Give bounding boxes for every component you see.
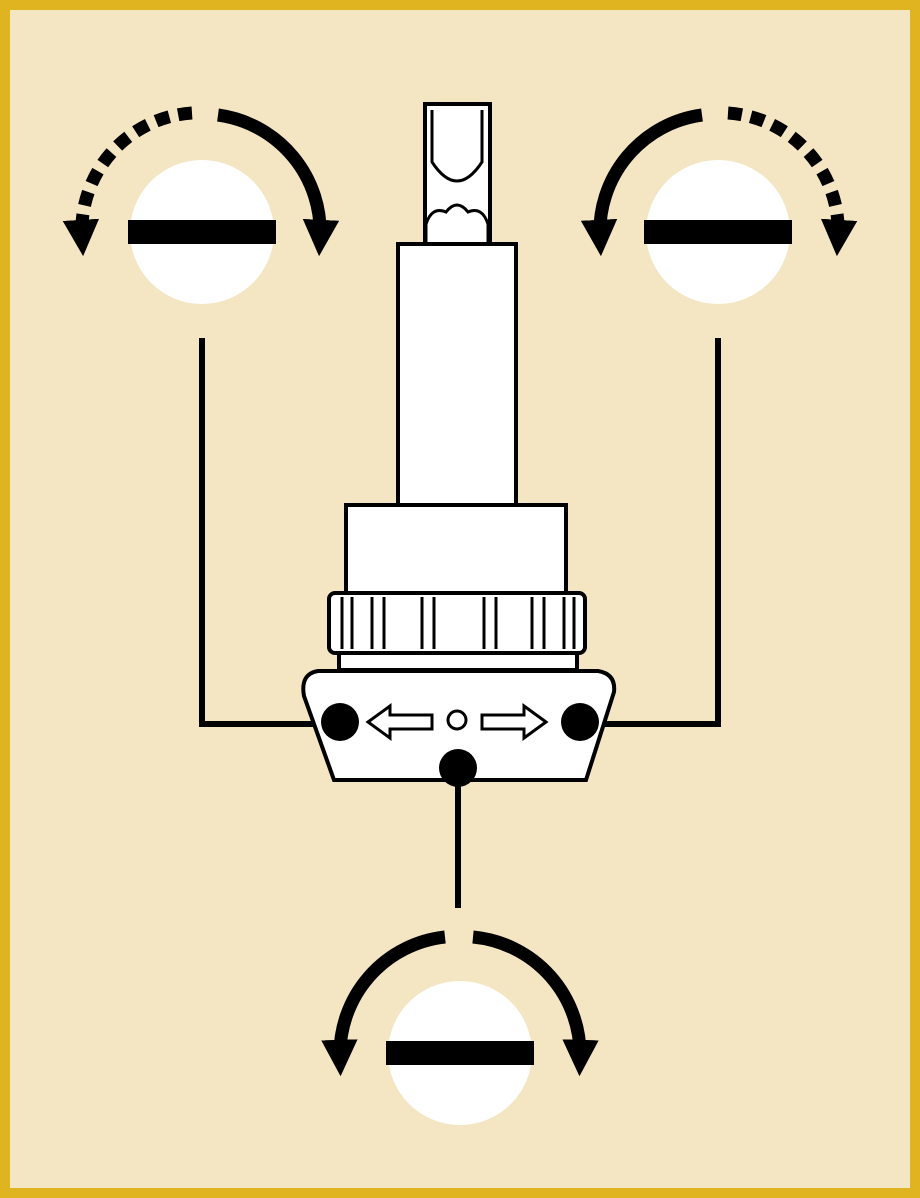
rotation-arrow-top-right: [580, 106, 858, 257]
device: [301, 102, 617, 782]
screw-slot: [644, 220, 792, 244]
clockwise-arrow-icon: [217, 108, 340, 257]
left-connector-line: [199, 338, 336, 727]
counterclockwise-dashed-arrow-icon: [62, 106, 193, 257]
terminals: [321, 703, 599, 787]
terminal-bottom: [439, 749, 477, 787]
right-connector-line: [584, 338, 721, 727]
connector-lines: [199, 338, 721, 908]
screw-top-right: [644, 160, 792, 304]
clockwise-dashed-arrow-icon: [727, 106, 858, 257]
terminal-right: [561, 703, 599, 741]
center-dot-icon: [446, 709, 468, 731]
device-collar: [337, 651, 579, 672]
screw-slot: [386, 1041, 534, 1065]
screwdriver-tip: [423, 102, 492, 246]
clockwise-arrow-icon: [472, 930, 599, 1077]
screw-slot: [128, 220, 276, 244]
terminal-left: [321, 703, 359, 741]
device-shaft: [396, 242, 518, 508]
screw-bottom: [386, 981, 534, 1125]
left-arrow-icon: [365, 703, 434, 741]
base-symbols: [365, 703, 549, 741]
right-arrow-icon: [480, 703, 549, 741]
rotation-arrow-top-left: [62, 106, 340, 257]
device-body: [344, 503, 568, 595]
screw-top-left: [128, 160, 276, 304]
knurled-ring: [327, 591, 587, 655]
rotation-arrow-bottom: [321, 930, 599, 1077]
counterclockwise-arrow-icon: [321, 930, 446, 1077]
counterclockwise-arrow-icon: [580, 108, 703, 257]
